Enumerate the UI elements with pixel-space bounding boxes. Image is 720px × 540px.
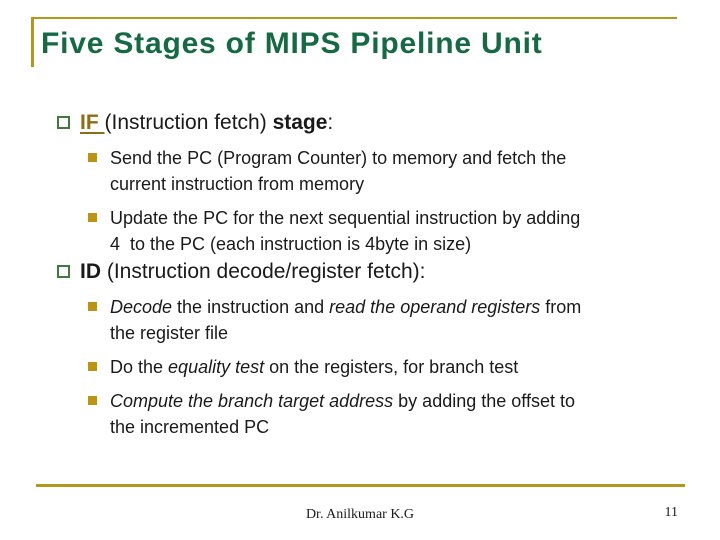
text-run: Send the PC (Program Counter) to memory …	[110, 148, 567, 194]
list-item-text: Decode the instruction and read the oper…	[110, 294, 685, 346]
section-heading: ID (Instruction decode/register fetch):	[57, 257, 685, 286]
hollow-square-bullet-icon	[57, 116, 70, 129]
text-run: Compute the branch target address	[110, 391, 394, 411]
text-run: equality test	[168, 357, 265, 377]
section-heading: IF (Instruction fetch) stage:	[57, 108, 685, 137]
list-item: Update the PC for the next sequential in…	[57, 205, 685, 257]
section-heading-text: ID (Instruction decode/register fetch):	[80, 257, 426, 286]
section-heading-text: IF (Instruction fetch) stage:	[80, 108, 333, 137]
text-run: on the registers, for branch test	[264, 357, 519, 377]
text-run: stage	[272, 111, 328, 134]
filled-square-bullet-icon	[88, 362, 97, 371]
list-item: Send the PC (Program Counter) to memory …	[57, 145, 685, 197]
filled-square-bullet-icon	[88, 153, 97, 162]
slide-title: Five Stages of MIPS Pipeline Unit	[41, 27, 543, 60]
list-item: Do the equality test on the registers, f…	[57, 354, 685, 380]
text-run: read the operand registers	[329, 297, 541, 317]
filled-square-bullet-icon	[88, 302, 97, 311]
title-accent-bar	[31, 17, 34, 67]
bullet-section: ID (Instruction decode/register fetch): D…	[57, 257, 685, 440]
footer-author: Dr. Anilkumar K.G	[305, 507, 415, 522]
list-item-text: Compute the branch target address by add…	[110, 388, 685, 440]
text-run: Decode	[110, 297, 173, 317]
list-item: Compute the branch target address by add…	[57, 388, 685, 440]
text-run: the instruction and	[172, 297, 330, 317]
section-items: Decode the instruction and read the oper…	[57, 294, 685, 440]
text-run: :	[327, 111, 334, 134]
text-run: (Instruction decode/register fetch):	[101, 260, 426, 283]
title-accent-line	[31, 17, 677, 19]
text-run: (Instruction fetch)	[104, 111, 273, 134]
filled-square-bullet-icon	[88, 396, 97, 405]
text-run: by adding the offset to the incremented …	[110, 391, 575, 437]
text-run: IF	[80, 111, 105, 134]
text-run: Update the PC for the next sequential in…	[110, 208, 581, 254]
text-run: from the register file	[110, 297, 582, 343]
filled-square-bullet-icon	[88, 213, 97, 222]
hollow-square-bullet-icon	[57, 265, 70, 278]
list-item: Decode the instruction and read the oper…	[57, 294, 685, 346]
text-run: Do the	[110, 357, 169, 377]
bullet-section: IF (Instruction fetch) stage: Send the PC…	[57, 108, 685, 257]
list-item-text: Update the PC for the next sequential in…	[110, 205, 685, 257]
footer-divider-line	[36, 484, 685, 487]
page-number: 11	[664, 505, 678, 520]
text-run: ID	[80, 260, 101, 283]
section-items: Send the PC (Program Counter) to memory …	[57, 145, 685, 257]
list-item-text: Do the equality test on the registers, f…	[110, 354, 685, 380]
list-item-text: Send the PC (Program Counter) to memory …	[110, 145, 685, 197]
